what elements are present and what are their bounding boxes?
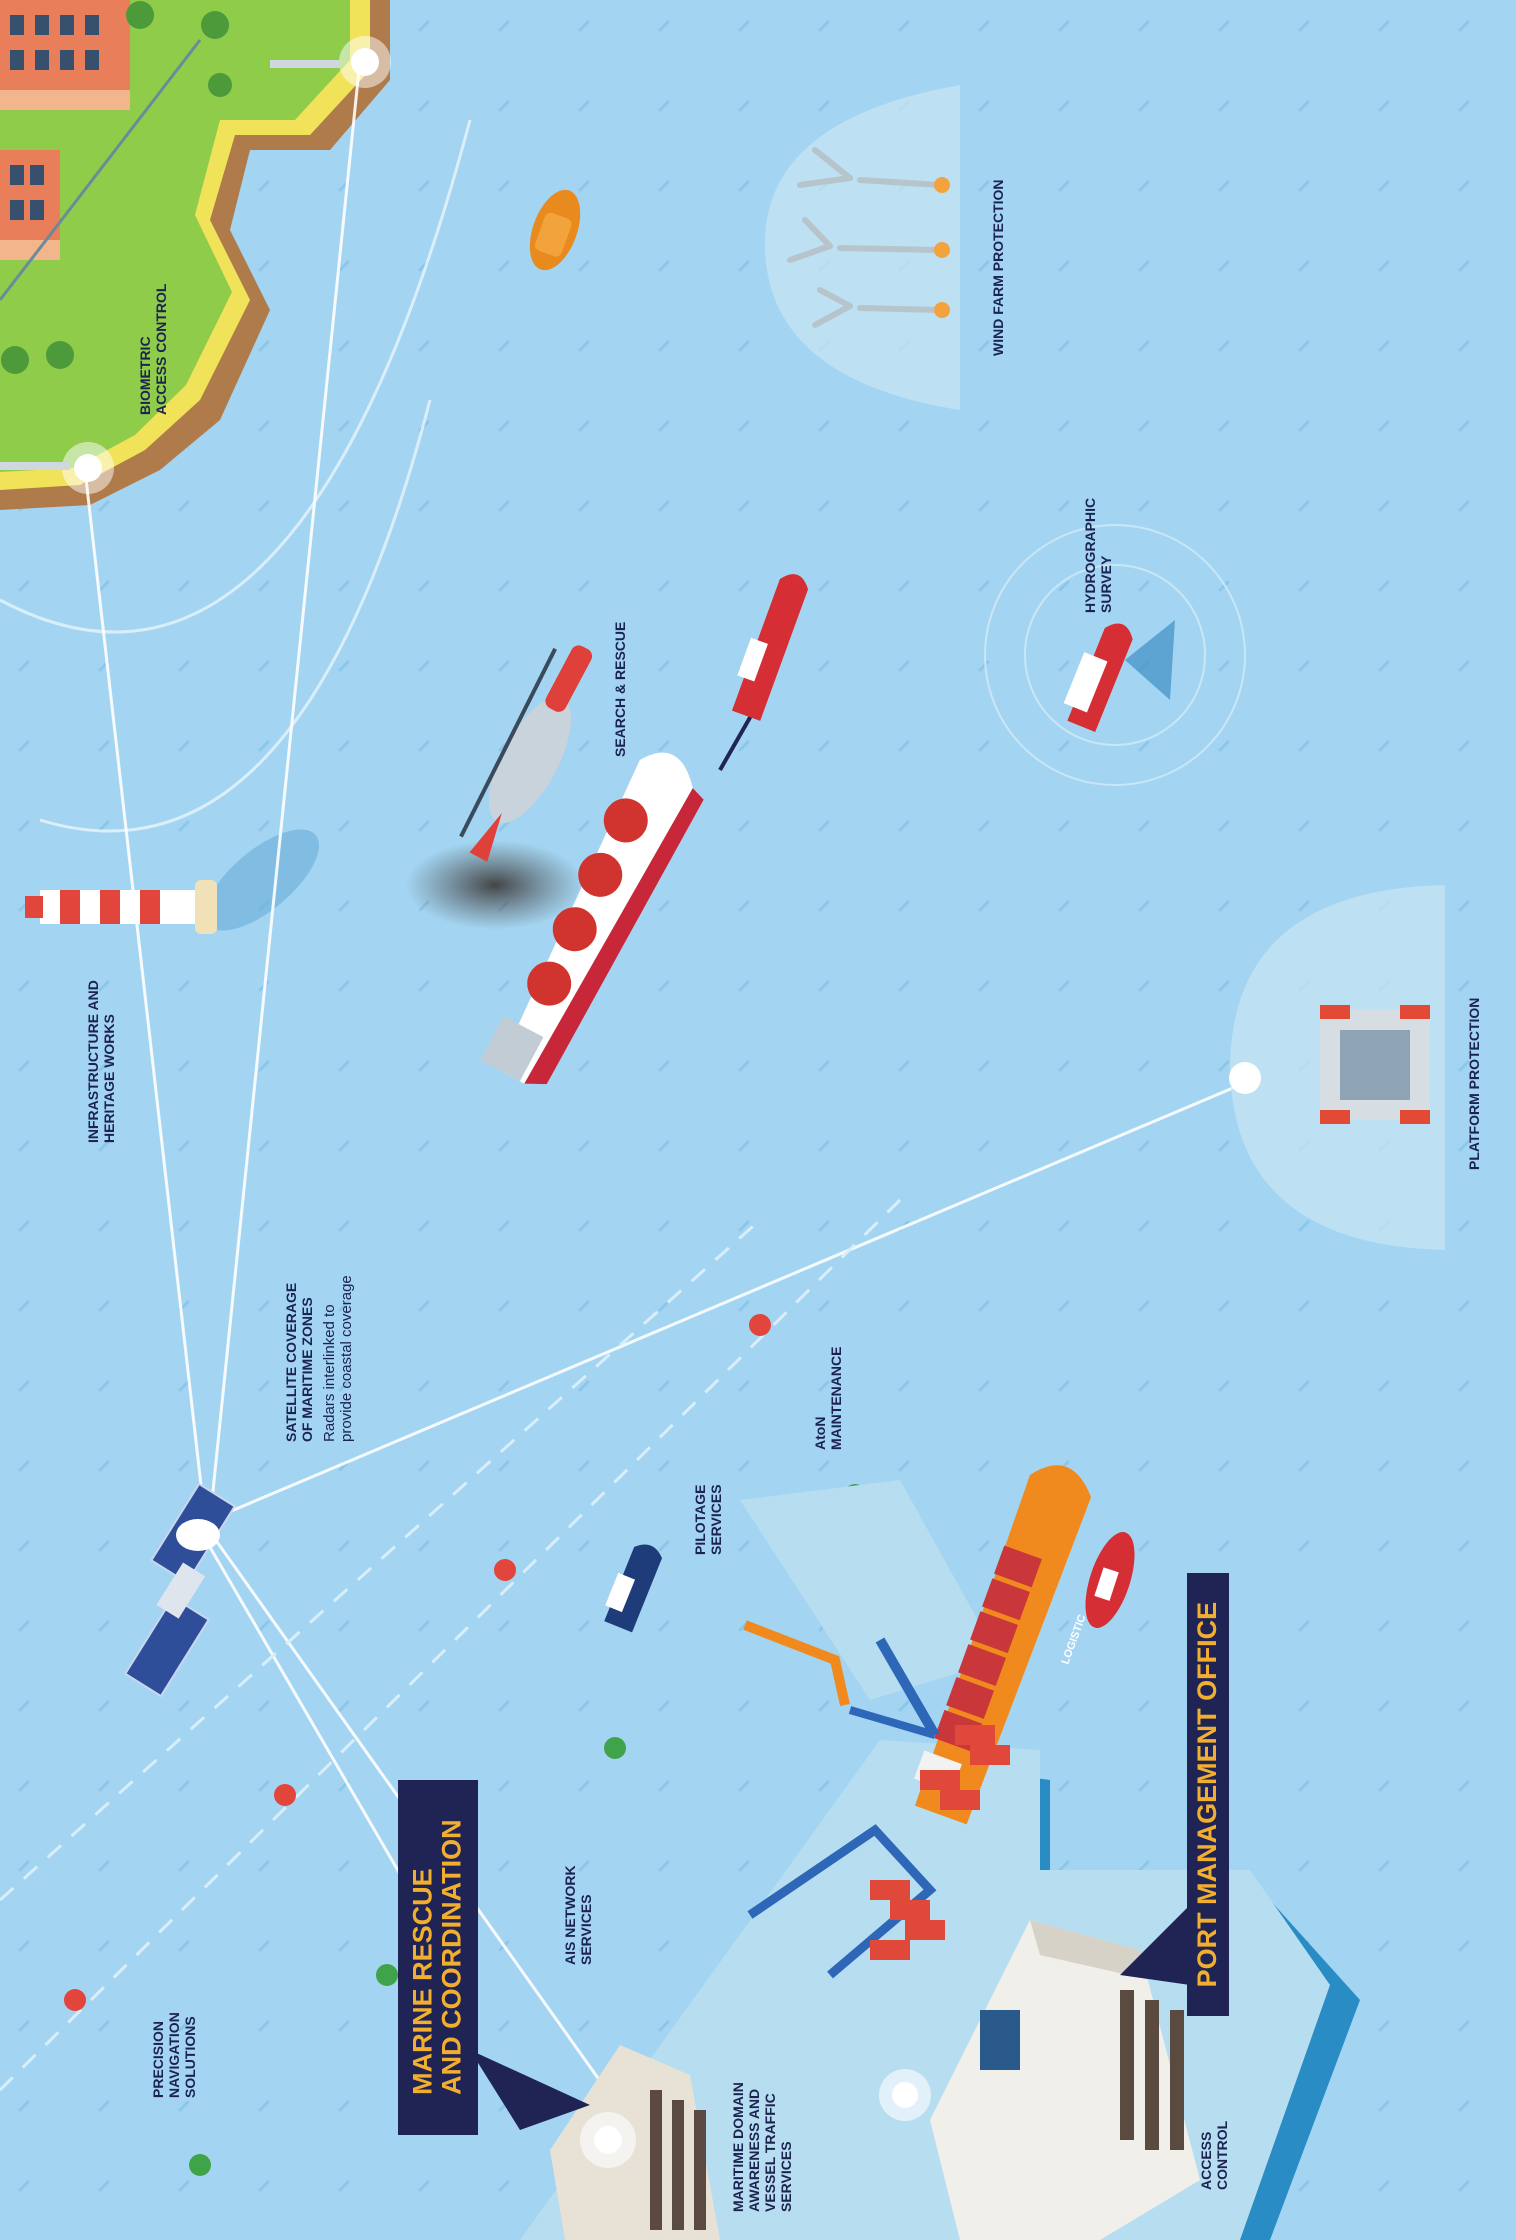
marine-rescue-building [550, 2045, 720, 2240]
port-management-banner-text: PORT MANAGEMENT OFFICE [1192, 1601, 1223, 1988]
port-management-banner: PORT MANAGEMENT OFFICE [1187, 1573, 1229, 2016]
smoke-plume [405, 840, 585, 930]
port-management-building [879, 1920, 1200, 2240]
trees [1, 1, 232, 374]
label-access-control: ACCESS CONTROL [1198, 2120, 1231, 2190]
coverage-arcs [0, 119, 472, 833]
label-precision-navigation: PRECISION NAVIGATION SOLUTIONS [150, 2012, 199, 2098]
label-search-rescue: SEARCH & RESCUE [612, 621, 628, 757]
satellite [123, 1482, 237, 1698]
label-satellite-coverage: SATELLITE COVERAGE OF MARITIME ZONES [283, 1282, 316, 1442]
harbor-tug [1085, 1532, 1135, 1628]
coastal-buildings [0, 0, 202, 301]
rescue-helicopter [459, 645, 593, 862]
buoy-red [64, 1989, 86, 2011]
lng-tanker [480, 752, 704, 1085]
buoy-red [749, 1314, 771, 1336]
port-cranes [743, 1620, 940, 1979]
offshore-platform [1229, 885, 1445, 1250]
pilot-boat [604, 1544, 663, 1633]
label-maritime-domain-awareness: MARITIME DOMAIN AWARENESS AND VESSEL TRA… [730, 2082, 795, 2212]
survey-boat [984, 524, 1246, 786]
buoy-green [376, 1964, 398, 1986]
label-aton-maintenance: AtoN MAINTENANCE [812, 1346, 845, 1450]
buoy-green [189, 2154, 211, 2176]
rescue-tug [731, 574, 809, 721]
label-ais-network-services: AIS NETWORK SERVICES [562, 1865, 595, 1965]
satellite-coverage-label: SATELLITE COVERAGE OF MARITIME ZONES Rad… [283, 1275, 356, 1442]
buoy-red [494, 1559, 516, 1581]
label-satellite-coverage-sub: Radars interlinked to provide coastal co… [321, 1275, 356, 1442]
lifeboat [529, 189, 581, 271]
label-platform-protection: PLATFORM PROTECTION [1466, 997, 1482, 1170]
marine-rescue-banner: MARINE RESCUE AND COORDINATION [398, 1780, 478, 2135]
label-pilotage-services: PILOTAGE SERVICES [692, 1484, 725, 1555]
label-biometric-access-control: BIOMETRIC ACCESS CONTROL [137, 283, 170, 415]
port-office-pointer [1120, 1905, 1190, 1985]
coastal-land [0, 0, 391, 510]
lighthouse [25, 829, 319, 934]
coverage-links [83, 59, 1241, 2096]
wind-farm [764, 85, 960, 410]
buoy-red [274, 1784, 296, 1806]
label-wind-farm-protection: WIND FARM PROTECTION [990, 179, 1006, 356]
shipping-lanes [0, 1198, 902, 2092]
buoy-green [604, 1737, 626, 1759]
marine-rescue-pointer [470, 2050, 590, 2130]
label-infrastructure: INFRASTRUCTURE AND HERITAGE WORKS [85, 980, 118, 1143]
marine-rescue-banner-text: MARINE RESCUE AND COORDINATION [407, 1819, 468, 2096]
land-radar-2 [0, 442, 114, 494]
label-hydrographic-survey: HYDROGRAPHIC SURVEY [1082, 497, 1115, 613]
port-containers [870, 1725, 1010, 1960]
